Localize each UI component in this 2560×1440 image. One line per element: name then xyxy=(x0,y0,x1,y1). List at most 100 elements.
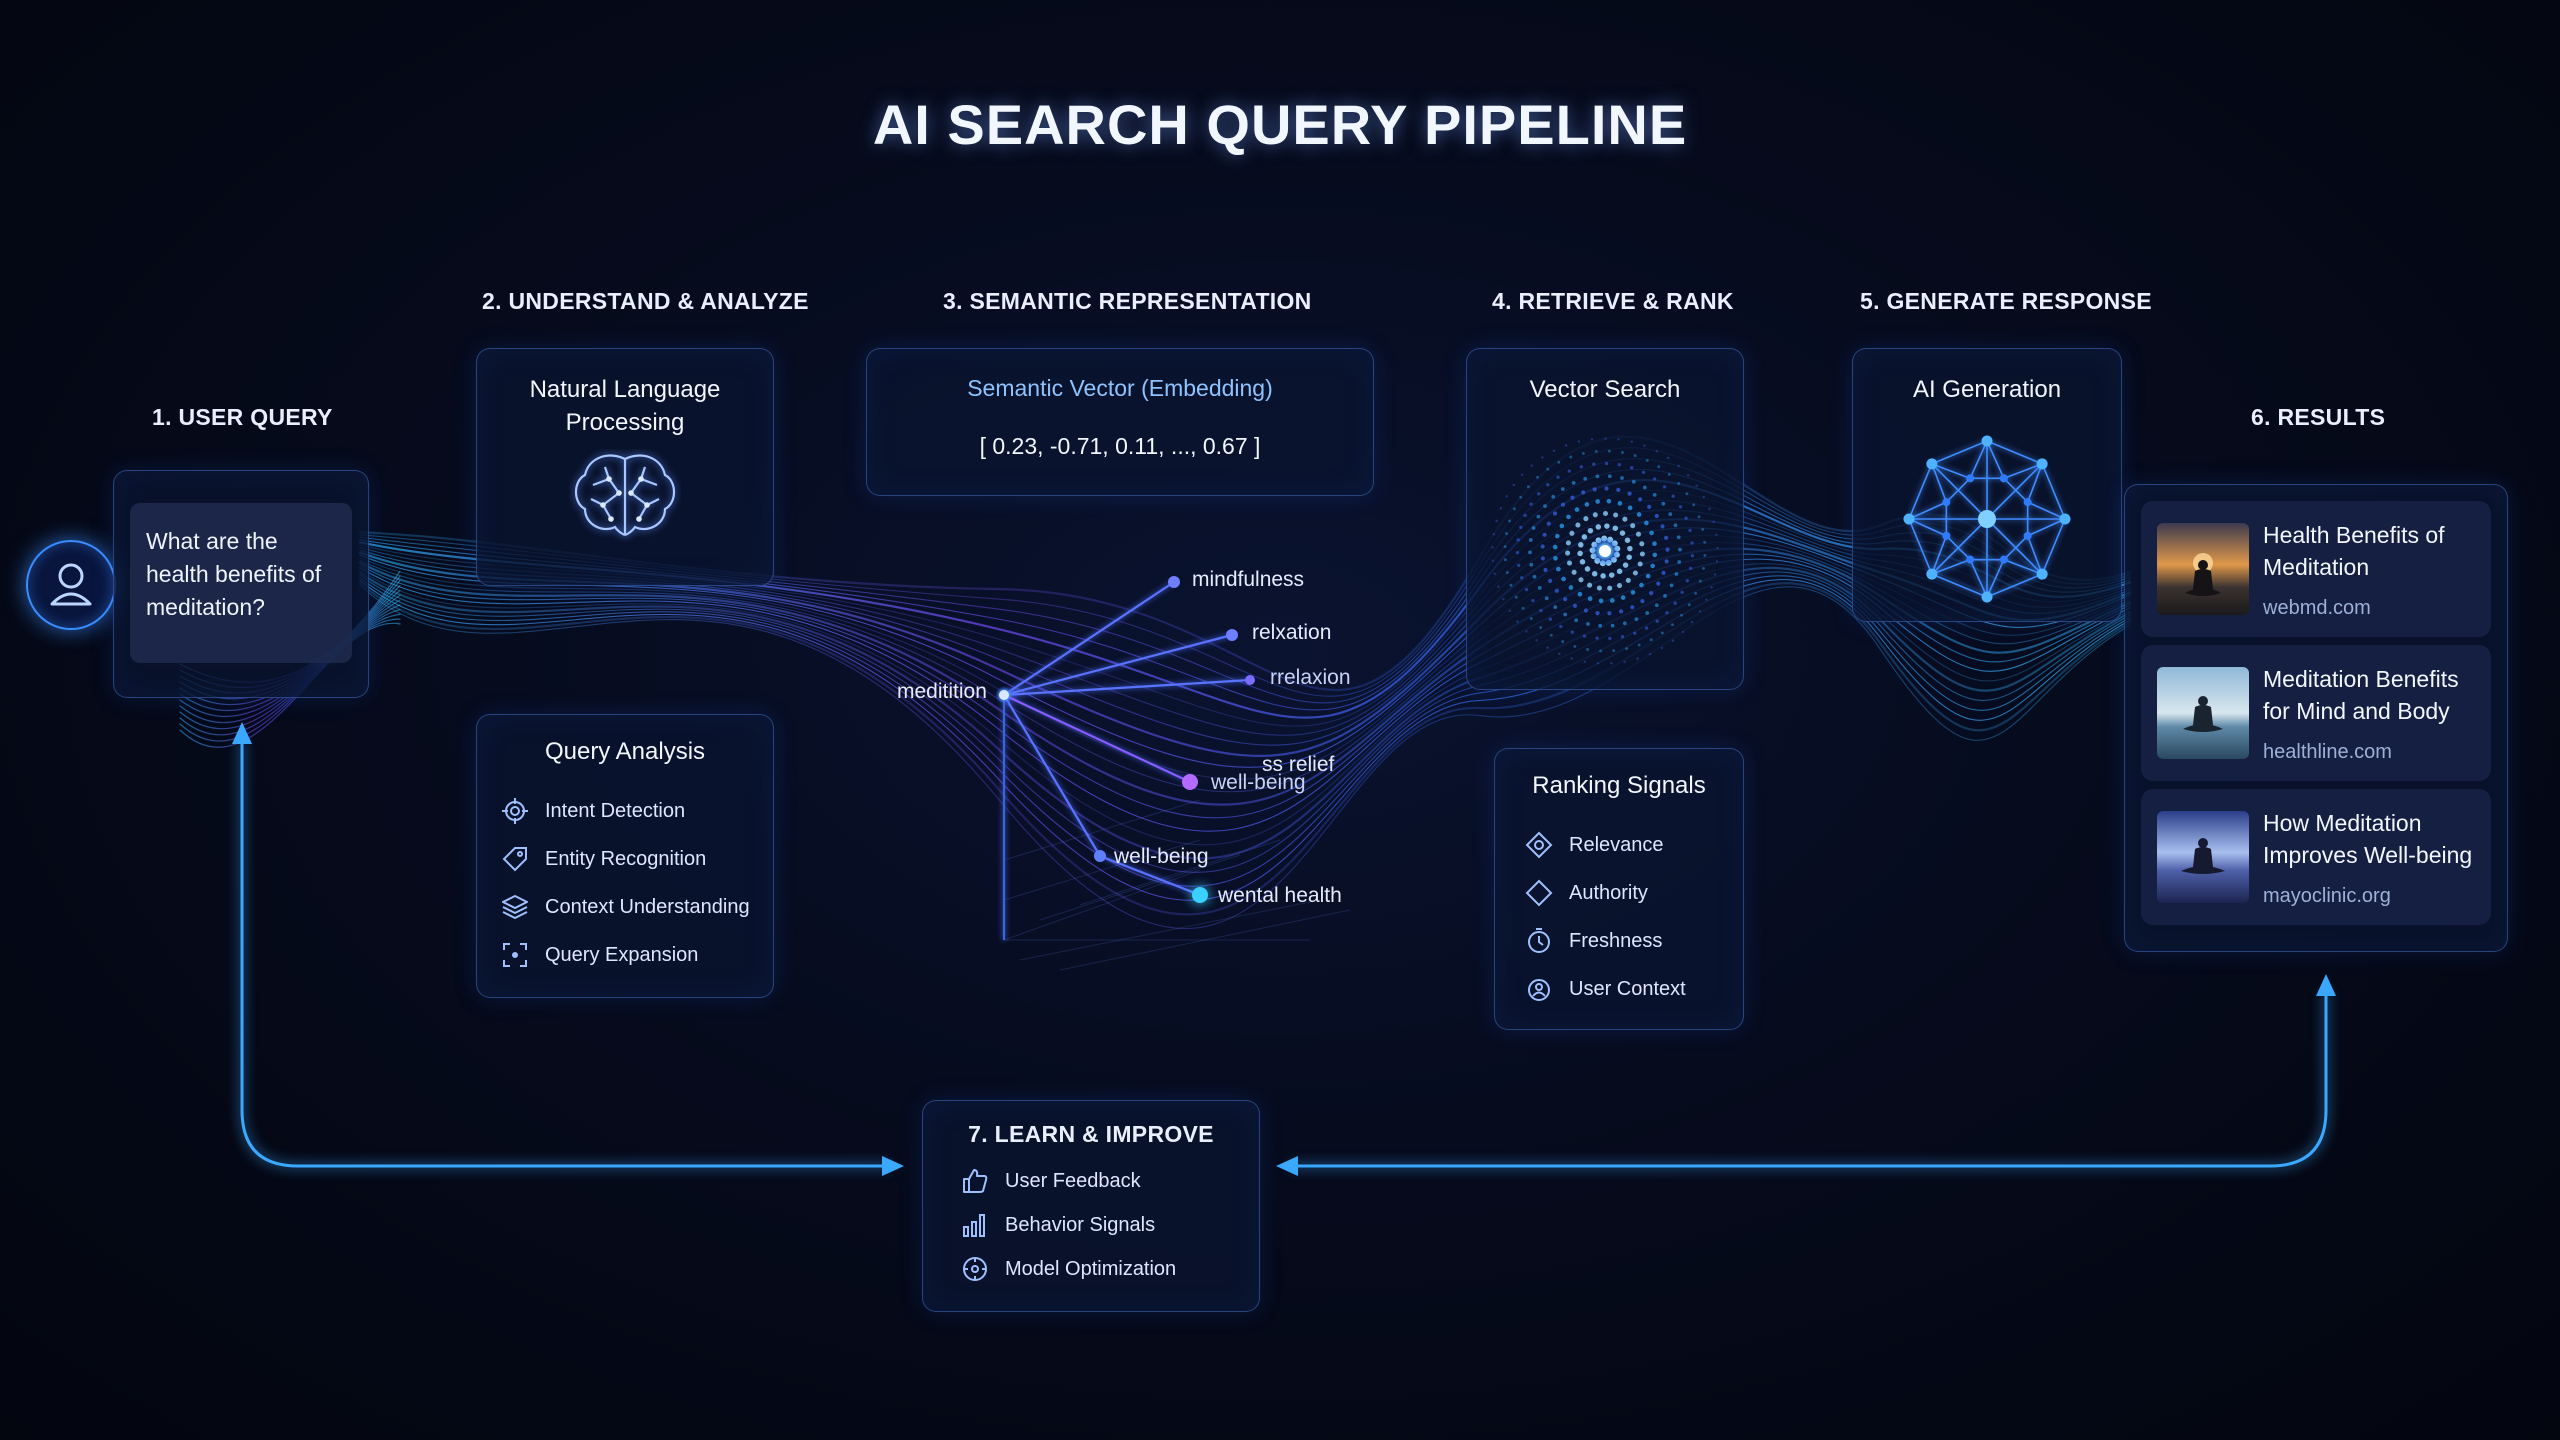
thumbs-up-icon xyxy=(963,1169,988,1193)
query-text-box[interactable]: What are the health benefits of meditati… xyxy=(130,503,352,663)
results-panel: Health Benefits of Meditation webmd.com … xyxy=(2124,484,2508,952)
page-title: AI SEARCH QUERY PIPELINE xyxy=(872,93,1688,156)
analysis-item-expansion: Query Expansion xyxy=(501,931,750,979)
ranking-item-label: Relevance xyxy=(1569,833,1664,856)
step-label-retrieve: 4. RETRIEVE & RANK xyxy=(1492,288,1734,314)
vector-search-card: Vector Search xyxy=(1466,348,1744,690)
ranking-item-label: User Context xyxy=(1569,977,1686,1000)
semantic-edges xyxy=(1002,581,1251,940)
query-analysis-card: Query Analysis Intent Detection Entity R… xyxy=(476,714,774,998)
bar-chart-icon xyxy=(963,1214,985,1237)
edge-well-being xyxy=(1003,694,1101,857)
clock-icon xyxy=(1528,928,1550,953)
step-label-learn: 7. LEARN & IMPROVE xyxy=(968,1121,1214,1147)
analysis-item-label: Context Understanding xyxy=(545,895,750,918)
edge-mental-health xyxy=(1099,854,1201,897)
query-analysis-title: Query Analysis xyxy=(544,738,706,765)
flow-strand xyxy=(359,558,2131,832)
node-stress-relief xyxy=(1182,774,1198,790)
learn-item-label: User Feedback xyxy=(1005,1169,1141,1192)
ranking-item-authority: Authority xyxy=(1525,869,1686,917)
analysis-item-label: Query Expansion xyxy=(545,943,699,966)
ai-generation-title: AI Generation xyxy=(1912,376,2062,403)
result-source: mayoclinic.org xyxy=(2263,885,2391,907)
learn-item-feedback: User Feedback xyxy=(961,1159,1176,1203)
user-avatar xyxy=(26,540,116,630)
semantic-word-mindfulness: mindfulness xyxy=(1192,568,1305,591)
relevance-icon xyxy=(1525,831,1553,859)
arrowhead-right xyxy=(882,1156,904,1176)
query-analysis-list: Intent Detection Entity Recognition Cont… xyxy=(501,787,750,979)
ranking-signals-card: Ranking Signals Relevance Authority Fres… xyxy=(1494,748,1744,1030)
flow-strand xyxy=(359,571,2131,873)
target-icon xyxy=(502,798,528,824)
semantic-vector-title: Semantic Vector (Embedding) xyxy=(967,375,1273,401)
semantic-graph xyxy=(995,576,1351,971)
loop-left-path xyxy=(240,1090,890,1168)
arrowhead-left xyxy=(1276,1156,1298,1176)
result-title[interactable]: Health Benefits of Meditation xyxy=(2263,522,2445,580)
result-item[interactable]: Meditation Benefits for Mind and Body he… xyxy=(2141,645,2491,781)
user-query-card: What are the health benefits of meditati… xyxy=(113,470,369,698)
ranking-signals-list: Relevance Authority Freshness User Conte… xyxy=(1525,821,1686,1013)
step-label-results: 6. RESULTS xyxy=(2251,404,2386,430)
result-title[interactable]: Meditation Benefits for Mind and Body xyxy=(2263,666,2459,724)
result-thumbnail xyxy=(2157,667,2249,759)
authority-icon xyxy=(1525,879,1553,907)
expand-icon xyxy=(503,943,527,967)
ranking-item-freshness: Freshness xyxy=(1525,917,1686,965)
ranking-item-relevance: Relevance xyxy=(1525,821,1686,869)
edge-relaxion xyxy=(1003,678,1251,697)
edge-mindfulness xyxy=(1003,581,1175,696)
vector-search-title: Vector Search xyxy=(1529,376,1681,403)
node-well-being xyxy=(1094,850,1106,862)
tag-icon xyxy=(502,847,527,872)
arrowhead-up-right xyxy=(2316,974,2336,996)
analysis-item-label: Intent Detection xyxy=(545,799,686,822)
step-label-generate: 5. GENERATE RESPONSE xyxy=(1860,288,2152,314)
result-item[interactable]: How Meditation Improves Well-being mayoc… xyxy=(2141,789,2491,925)
semantic-word-mental-health: wental health xyxy=(1218,884,1342,907)
analysis-item-intent: Intent Detection xyxy=(501,787,750,835)
semantic-vector-card: Semantic Vector (Embedding) [ 0.23, -0.7… xyxy=(866,348,1374,496)
flow-strand xyxy=(359,575,2131,887)
node-mental-health xyxy=(1192,887,1208,903)
learn-item-behavior: Behavior Signals xyxy=(961,1203,1176,1247)
ranking-item-user-context: User Context xyxy=(1525,965,1686,1013)
semantic-word-relaxation: relxation xyxy=(1252,621,1332,644)
analysis-item-context: Context Understanding xyxy=(501,883,750,931)
flow-strand xyxy=(359,563,2131,846)
node-mindfulness xyxy=(1168,576,1180,588)
result-source: healthline.com xyxy=(2263,741,2392,763)
flow-strand xyxy=(358,581,2132,916)
edge-relaxation xyxy=(1003,633,1233,697)
step-label-understand: 2. UNDERSTAND & ANALYZE xyxy=(482,288,809,314)
result-item[interactable]: Health Benefits of Meditation webmd.com xyxy=(2141,501,2491,637)
ranking-item-label: Authority xyxy=(1569,881,1648,904)
result-thumbnail xyxy=(2157,811,2249,903)
result-title[interactable]: How Meditation Improves Well-being xyxy=(2263,810,2473,868)
learn-list: User Feedback Behavior Signals Model Opt… xyxy=(961,1159,1176,1291)
node-relaxation xyxy=(1226,629,1238,641)
query-text: What are the health benefits of meditati… xyxy=(146,528,322,620)
edge-stress-relief xyxy=(1003,694,1191,783)
analysis-item-entity: Entity Recognition xyxy=(501,835,750,883)
gear-icon xyxy=(963,1257,987,1281)
semantic-word-center: meditition xyxy=(897,680,987,703)
learn-item-label: Behavior Signals xyxy=(1005,1213,1156,1236)
semantic-word-well-being-alt: well-being xyxy=(1211,771,1306,794)
user-icon xyxy=(50,563,92,606)
loop-right-path xyxy=(1290,990,2328,1168)
semantic-word-stress-relief: ss relief xyxy=(1262,753,1335,776)
result-source: webmd.com xyxy=(2263,597,2371,619)
step-label-user-query: 1. USER QUERY xyxy=(152,404,333,430)
semantic-nodes xyxy=(995,576,1255,903)
flow-strand xyxy=(179,622,401,748)
semantic-word-well-being: well-being xyxy=(1114,845,1209,868)
step-label-semantic: 3. SEMANTIC REPRESENTATION xyxy=(943,288,1312,314)
semantic-word-relaxion: rrelaxion xyxy=(1270,666,1351,689)
flow-strand xyxy=(358,566,2132,860)
node-relaxion xyxy=(1245,675,1255,685)
